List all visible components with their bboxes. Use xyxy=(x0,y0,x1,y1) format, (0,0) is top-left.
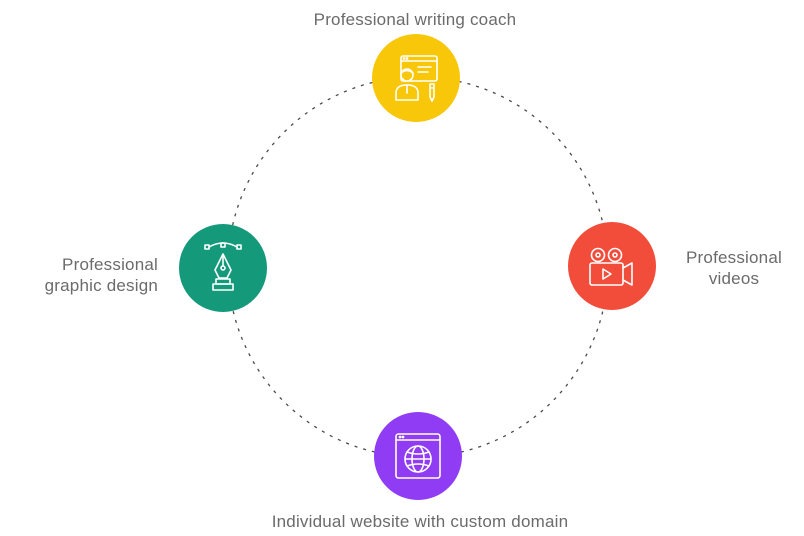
node-videos xyxy=(568,222,656,310)
node-website xyxy=(374,412,462,500)
node-writing-coach xyxy=(372,34,460,122)
node-graphic-design xyxy=(179,224,267,312)
label-videos: Professional videos xyxy=(670,247,798,289)
node-circle-videos xyxy=(568,222,656,310)
dashed-ring xyxy=(227,76,609,458)
node-circle-graphic-design xyxy=(179,224,267,312)
label-videos-line2: videos xyxy=(708,269,760,288)
label-writing-coach: Professional writing coach xyxy=(313,10,517,29)
label-graphic-design-line2: graphic design xyxy=(44,276,158,295)
pen-tool-icon xyxy=(204,242,242,291)
writing-coach-icon xyxy=(395,55,438,102)
label-videos-line1: Professional xyxy=(686,248,782,267)
label-website: Individual website with custom domain xyxy=(271,512,569,531)
video-camera-icon xyxy=(589,247,633,286)
label-graphic-design: Professional graphic design xyxy=(0,254,158,296)
label-graphic-design-line1: Professional xyxy=(62,255,158,274)
node-circle-writing-coach xyxy=(372,34,460,122)
node-circle-website xyxy=(374,412,462,500)
website-globe-icon xyxy=(395,433,441,479)
